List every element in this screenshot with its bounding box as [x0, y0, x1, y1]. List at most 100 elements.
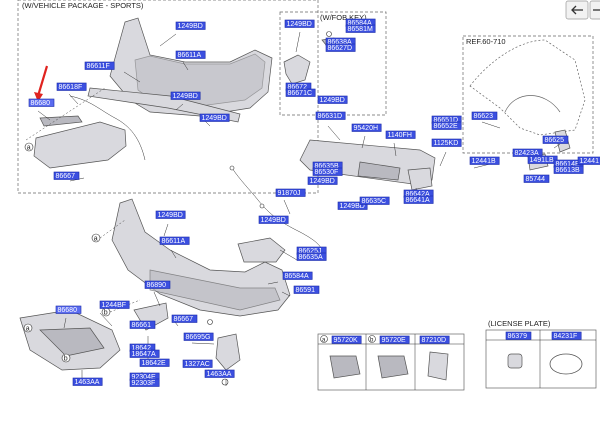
part-callout-18642e[interactable]: 18642E: [139, 358, 170, 367]
part-callout-18647a[interactable]: 18647A: [129, 349, 160, 358]
part-callout-82423a[interactable]: 82423A: [512, 148, 543, 157]
part-callout-86641a[interactable]: 86641A: [403, 195, 434, 204]
sports-skid-plate: [33, 121, 127, 169]
ref-circle-a-skid: a: [23, 323, 33, 333]
beam-absorber: [357, 161, 401, 181]
part-number-text: 1125KD: [434, 140, 459, 147]
part-callout-86627d[interactable]: 86627D: [325, 43, 356, 52]
legend-callout-84231f[interactable]: 84231F: [551, 331, 582, 340]
part-callout-1249bd[interactable]: 1249BD: [199, 113, 230, 122]
part-callout-86695g[interactable]: 86695G: [183, 332, 214, 341]
part-number-text: 1249BD: [340, 203, 365, 210]
sports-strip-lower: [39, 115, 83, 127]
part-number-text: 82423A: [515, 150, 539, 157]
part-number-text: 1249BD: [261, 217, 286, 224]
part-callout-1249bd[interactable]: 1249BD: [337, 201, 368, 210]
part-number-text: 1249BD: [173, 93, 198, 100]
part-callout-86611a[interactable]: 86611A: [175, 50, 206, 59]
part-callout-95420h[interactable]: 95420H: [351, 123, 382, 132]
part-callout-1249bd[interactable]: 1249BD: [175, 21, 206, 30]
part-callout-86530f[interactable]: 86530F: [312, 167, 343, 176]
part-callout-1140fh[interactable]: 1140FH: [385, 130, 416, 139]
main-bumper-lower: [149, 269, 281, 311]
part-callout-86667[interactable]: 86667: [53, 171, 80, 180]
part-number-text: 1249BD: [320, 97, 345, 104]
part-callout-1249bd[interactable]: 1249BD: [307, 176, 338, 185]
part-callout-12441b[interactable]: 12441B: [469, 156, 500, 165]
part-callout-86625[interactable]: 86625: [542, 135, 569, 144]
part-callout-86611a[interactable]: 86611A: [159, 236, 190, 245]
part-callout-86631d[interactable]: 86631D: [315, 111, 346, 120]
part-callout-86667[interactable]: 86667: [171, 314, 198, 323]
part-number-text: 1249BD: [202, 115, 227, 122]
part-callout-1125kd[interactable]: 1125KD: [431, 138, 462, 147]
part-number-text: 86581M: [348, 26, 373, 33]
part-callout-1249bd[interactable]: 1249BD: [155, 210, 186, 219]
part-callout-86661[interactable]: 86661: [129, 320, 156, 329]
part-callout-1249bd[interactable]: 1249BD: [317, 95, 348, 104]
part-callout-1249bd[interactable]: 1249BD: [284, 19, 315, 28]
sensor-legend-box: [317, 333, 465, 391]
part-callout-1327ac[interactable]: 1327AC: [182, 359, 213, 368]
part-callout-86652e[interactable]: 86652E: [431, 121, 462, 130]
part-number-text: 1463AA: [207, 371, 232, 378]
part-number-text: 1249BD: [310, 178, 335, 185]
part-callout-86611f[interactable]: 86611F: [84, 61, 115, 70]
part-callout-1249bd[interactable]: 1249BD: [170, 91, 201, 100]
part-callout-91870j[interactable]: 91870J: [275, 188, 306, 197]
legend-callout-86379[interactable]: 86379: [505, 331, 532, 340]
body-panel-box: [462, 35, 594, 154]
part-number-text: 18642E: [142, 360, 166, 367]
part-number-text: 92304E: [132, 374, 156, 381]
part-number-text: 86652E: [434, 123, 458, 130]
part-number-text: 92303F: [132, 380, 156, 387]
legend-callout-95720e[interactable]: 95720E: [379, 335, 410, 344]
part-number-text: 95420H: [354, 125, 379, 132]
part-callout-86680[interactable]: 86680: [28, 98, 55, 107]
ref-circle-a-lower: a: [91, 233, 101, 243]
part-callout-12441[interactable]: 12441: [577, 156, 600, 165]
heading-fob-key: (W/FOB KEY): [320, 13, 367, 22]
body-quarter-panel: [469, 39, 586, 136]
part-callout-86613b[interactable]: 86613B: [553, 165, 584, 174]
part-callout-85744[interactable]: 85744: [523, 174, 550, 183]
part-callout-86635c[interactable]: 86635C: [359, 196, 390, 205]
part-callout-1249bd[interactable]: 1249BD: [258, 215, 289, 224]
highlight-arrow: [34, 65, 49, 102]
part-number-text: 86530F: [315, 169, 339, 176]
part-callout-86584a[interactable]: 86584A: [282, 271, 313, 280]
mudguard-nut: [221, 378, 229, 386]
part-callout-86671c[interactable]: 86671C: [285, 88, 316, 97]
sports-molding-wire: [69, 95, 146, 161]
part-callout-1463aa[interactable]: 1463AA: [204, 369, 235, 378]
part-number-text: 86625: [545, 137, 565, 144]
legend-callout-95720k[interactable]: 95720K: [331, 335, 362, 344]
part-number-text: 1249BD: [287, 21, 312, 28]
part-number-text: 86680: [58, 307, 78, 314]
part-number-text: 86672: [288, 84, 308, 91]
ref-label: REF.60-710: [466, 37, 506, 46]
part-callout-86618f[interactable]: 86618F: [56, 82, 87, 91]
part-number-text: 86641A: [406, 197, 430, 204]
part-callout-86591[interactable]: 86591: [293, 285, 320, 294]
forward-button[interactable]: [589, 0, 600, 20]
part-callout-1244bf[interactable]: 1244BF: [99, 300, 130, 309]
part-number-text: 91870J: [278, 190, 301, 197]
part-number-text: 18642: [132, 345, 152, 352]
heading-license-plate: (LICENSE PLATE): [488, 319, 551, 328]
part-callout-1491lb[interactable]: 1491LB: [527, 155, 558, 164]
part-callout-86623[interactable]: 86623: [471, 111, 498, 120]
part-callout-86890[interactable]: 86890: [144, 280, 171, 289]
fob-key-bracket: [283, 54, 311, 85]
part-callout-86680[interactable]: 86680: [55, 305, 82, 314]
back-button[interactable]: [565, 0, 589, 20]
part-number-text: 1249BD: [158, 212, 183, 219]
parking-sensor-b: [377, 355, 409, 379]
part-callout-86635a[interactable]: 86635A: [296, 252, 327, 261]
legend-callout-87210d[interactable]: 87210D: [419, 335, 450, 344]
part-number-text: 86635C: [362, 198, 387, 205]
part-callout-92303f[interactable]: 92303F: [129, 378, 160, 387]
part-callout-86581m[interactable]: 86581M: [345, 24, 376, 33]
part-callout-1463aa[interactable]: 1463AA: [72, 377, 103, 386]
part-number-text: 85744: [526, 176, 546, 183]
